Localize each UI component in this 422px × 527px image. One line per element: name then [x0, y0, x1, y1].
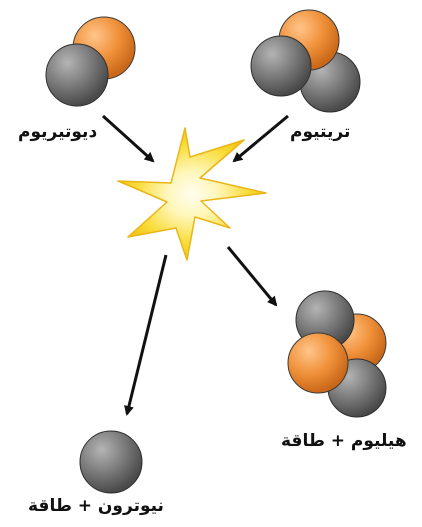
deuterium-neutron — [45, 43, 109, 107]
arrow-helium-out — [226, 246, 278, 307]
energy-burst — [117, 127, 267, 261]
helium-nucleus — [287, 290, 387, 418]
arrow-neutron-out — [124, 254, 168, 416]
arrow-deuterium-in — [101, 114, 155, 163]
tritium-neutron-front — [250, 35, 312, 97]
tritium-nucleus — [250, 9, 361, 113]
deuterium-label: ديوتيريوم — [18, 122, 98, 142]
helium-proton-front — [287, 332, 349, 394]
arrow-tritium-in — [232, 114, 289, 163]
deuterium-nucleus — [45, 16, 136, 107]
free-neutron — [79, 430, 143, 494]
helium-energy-label: هيليوم + طاقة — [281, 431, 407, 451]
neutron-energy-label: نيوترون + طاقة — [28, 496, 164, 516]
tritium-label: تريتيوم — [290, 122, 351, 142]
